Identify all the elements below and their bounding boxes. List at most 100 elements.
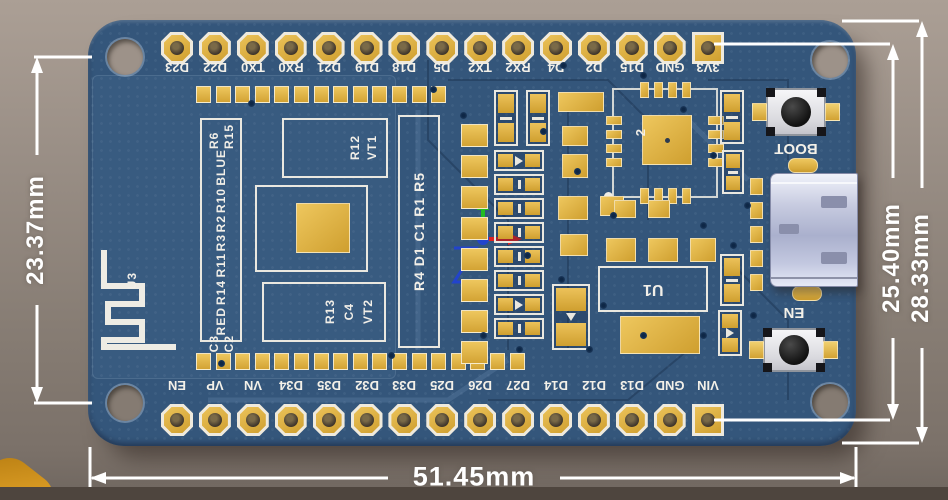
- via: [574, 168, 581, 175]
- pin-bottom-pad-gnd[interactable]: [653, 404, 686, 436]
- qfn-pad-right: [708, 116, 724, 125]
- u1-silk-box[interactable]: U1: [598, 266, 708, 312]
- pin-top-pad-rx0[interactable]: [274, 32, 307, 64]
- pin-bottom-pad-vin[interactable]: [691, 404, 724, 436]
- pad-hole: [321, 41, 336, 55]
- usb-shield-tab-top: [788, 158, 818, 173]
- pin-top-label-d22: D22: [202, 60, 227, 75]
- module-edge-pad-top: [196, 86, 211, 103]
- dimension-left-label: 23.37mm: [22, 175, 49, 285]
- module-edge-pad-bottom: [333, 353, 349, 370]
- diode-footprint[interactable]: [494, 150, 544, 171]
- passive-footprint[interactable]: [722, 150, 744, 194]
- passive-footprint[interactable]: [494, 198, 544, 219]
- passive-footprint[interactable]: [720, 254, 744, 306]
- diode-footprint[interactable]: [718, 310, 742, 356]
- pad-hole: [283, 41, 298, 55]
- pin-top-pad-d18[interactable]: [388, 32, 421, 64]
- pin-bottom-pad-d35[interactable]: [312, 404, 345, 436]
- pin-top-pad-d5[interactable]: [426, 32, 459, 64]
- component-pad: [530, 94, 546, 114]
- pin-bottom-pad-d13[interactable]: [615, 404, 648, 436]
- silk-ref-c4: C4: [342, 303, 356, 321]
- passive-footprint[interactable]: [494, 222, 544, 243]
- pin-top-pad-tx2[interactable]: [464, 32, 497, 64]
- silk-ref-r2: R2: [214, 214, 228, 233]
- mounting-hole-bottom-right: [812, 384, 848, 420]
- pin-bottom-pad-vn[interactable]: [236, 404, 269, 436]
- via: [218, 360, 225, 367]
- silk-ref-red: RED: [214, 306, 228, 336]
- pin-top-pad-tx0[interactable]: [236, 32, 269, 64]
- divider-symbol: [500, 116, 512, 120]
- pin-bottom-pad-d25[interactable]: [426, 404, 459, 436]
- module-edge-pad-bottom: [294, 353, 309, 370]
- zener-diode-footprint[interactable]: [552, 284, 590, 350]
- pad-hole: [283, 413, 298, 427]
- silk-ref-r10: R10: [214, 187, 228, 213]
- boot-button-component[interactable]: [766, 88, 826, 136]
- module-thermal-pad[interactable]: [296, 203, 350, 253]
- smd-pad: [562, 154, 588, 178]
- pin-bottom-pad-d27[interactable]: [502, 404, 535, 436]
- pin-top-pad-d2[interactable]: [577, 32, 610, 64]
- module-edge-pad-right: [461, 217, 488, 240]
- boot-button-plunger[interactable]: [781, 97, 811, 127]
- shield-strip-silk-box: R4 D1 C1 R1 R5: [398, 115, 440, 348]
- passive-footprint[interactable]: [720, 90, 744, 144]
- component-pad: [722, 338, 738, 352]
- micro-usb-connector[interactable]: [770, 173, 858, 287]
- passive-footprint[interactable]: [494, 246, 544, 267]
- passive-footprint[interactable]: [494, 90, 518, 146]
- smd-pad: [606, 238, 636, 262]
- pin-top-pad-3v3[interactable]: [691, 32, 724, 64]
- pin-bottom-pad-d34[interactable]: [274, 404, 307, 436]
- pin-top-pad-d19[interactable]: [350, 32, 383, 64]
- pin-bottom-pad-en[interactable]: [161, 404, 193, 436]
- component-pad: [524, 274, 540, 287]
- pin-bottom-pad-vp[interactable]: [198, 404, 231, 436]
- pad-hole: [549, 41, 563, 55]
- en-button-plunger[interactable]: [779, 335, 809, 365]
- component-pad: [524, 154, 540, 167]
- silk-ref-r3: R3: [214, 234, 228, 252]
- passive-footprint[interactable]: [494, 270, 544, 291]
- silk-ref-r15: R15: [221, 124, 236, 150]
- en-button-component[interactable]: [763, 328, 825, 372]
- passive-footprint[interactable]: [526, 90, 550, 146]
- qfn-ic-u2[interactable]: 2: [604, 82, 724, 204]
- pin-top-label-d19: D19: [354, 60, 379, 75]
- diode-footprint[interactable]: [494, 294, 544, 315]
- module-edge-pad-right: [461, 155, 488, 178]
- qfn-pad-bottom: [640, 188, 649, 204]
- pin-bottom-pad-d32[interactable]: [350, 404, 383, 436]
- pad-hole: [170, 413, 184, 427]
- pin-top-pad-d15[interactable]: [615, 32, 648, 64]
- via: [610, 212, 617, 219]
- pin-bottom-pad-d33[interactable]: [388, 404, 421, 436]
- divider-symbol: [726, 278, 738, 282]
- pad-hole: [549, 413, 563, 427]
- pin-top-pad-rx2[interactable]: [502, 32, 535, 64]
- via: [248, 100, 255, 107]
- pin-bottom-pad-d26[interactable]: [464, 404, 497, 436]
- passive-footprint[interactable]: [494, 174, 544, 195]
- pin-top-pad-d23[interactable]: [161, 32, 193, 64]
- component-pad: [724, 258, 740, 276]
- pin-top-pad-d21[interactable]: [312, 32, 345, 64]
- pin-top-pad-d4[interactable]: [540, 32, 572, 64]
- pin-top-pad-gnd[interactable]: [653, 32, 686, 64]
- pin-bottom-pad-d14[interactable]: [540, 404, 572, 436]
- module-edge-pad-top: [352, 86, 368, 103]
- pin-top-pad-d22[interactable]: [198, 32, 231, 64]
- passive-footprint[interactable]: [494, 318, 544, 339]
- pin-bottom-pad-d12[interactable]: [577, 404, 610, 436]
- usb-pin-pad: [750, 250, 763, 267]
- via: [516, 346, 523, 353]
- component-pad: [498, 250, 514, 263]
- module-edge-pad-bottom: [372, 353, 388, 370]
- pad-hole: [511, 413, 526, 427]
